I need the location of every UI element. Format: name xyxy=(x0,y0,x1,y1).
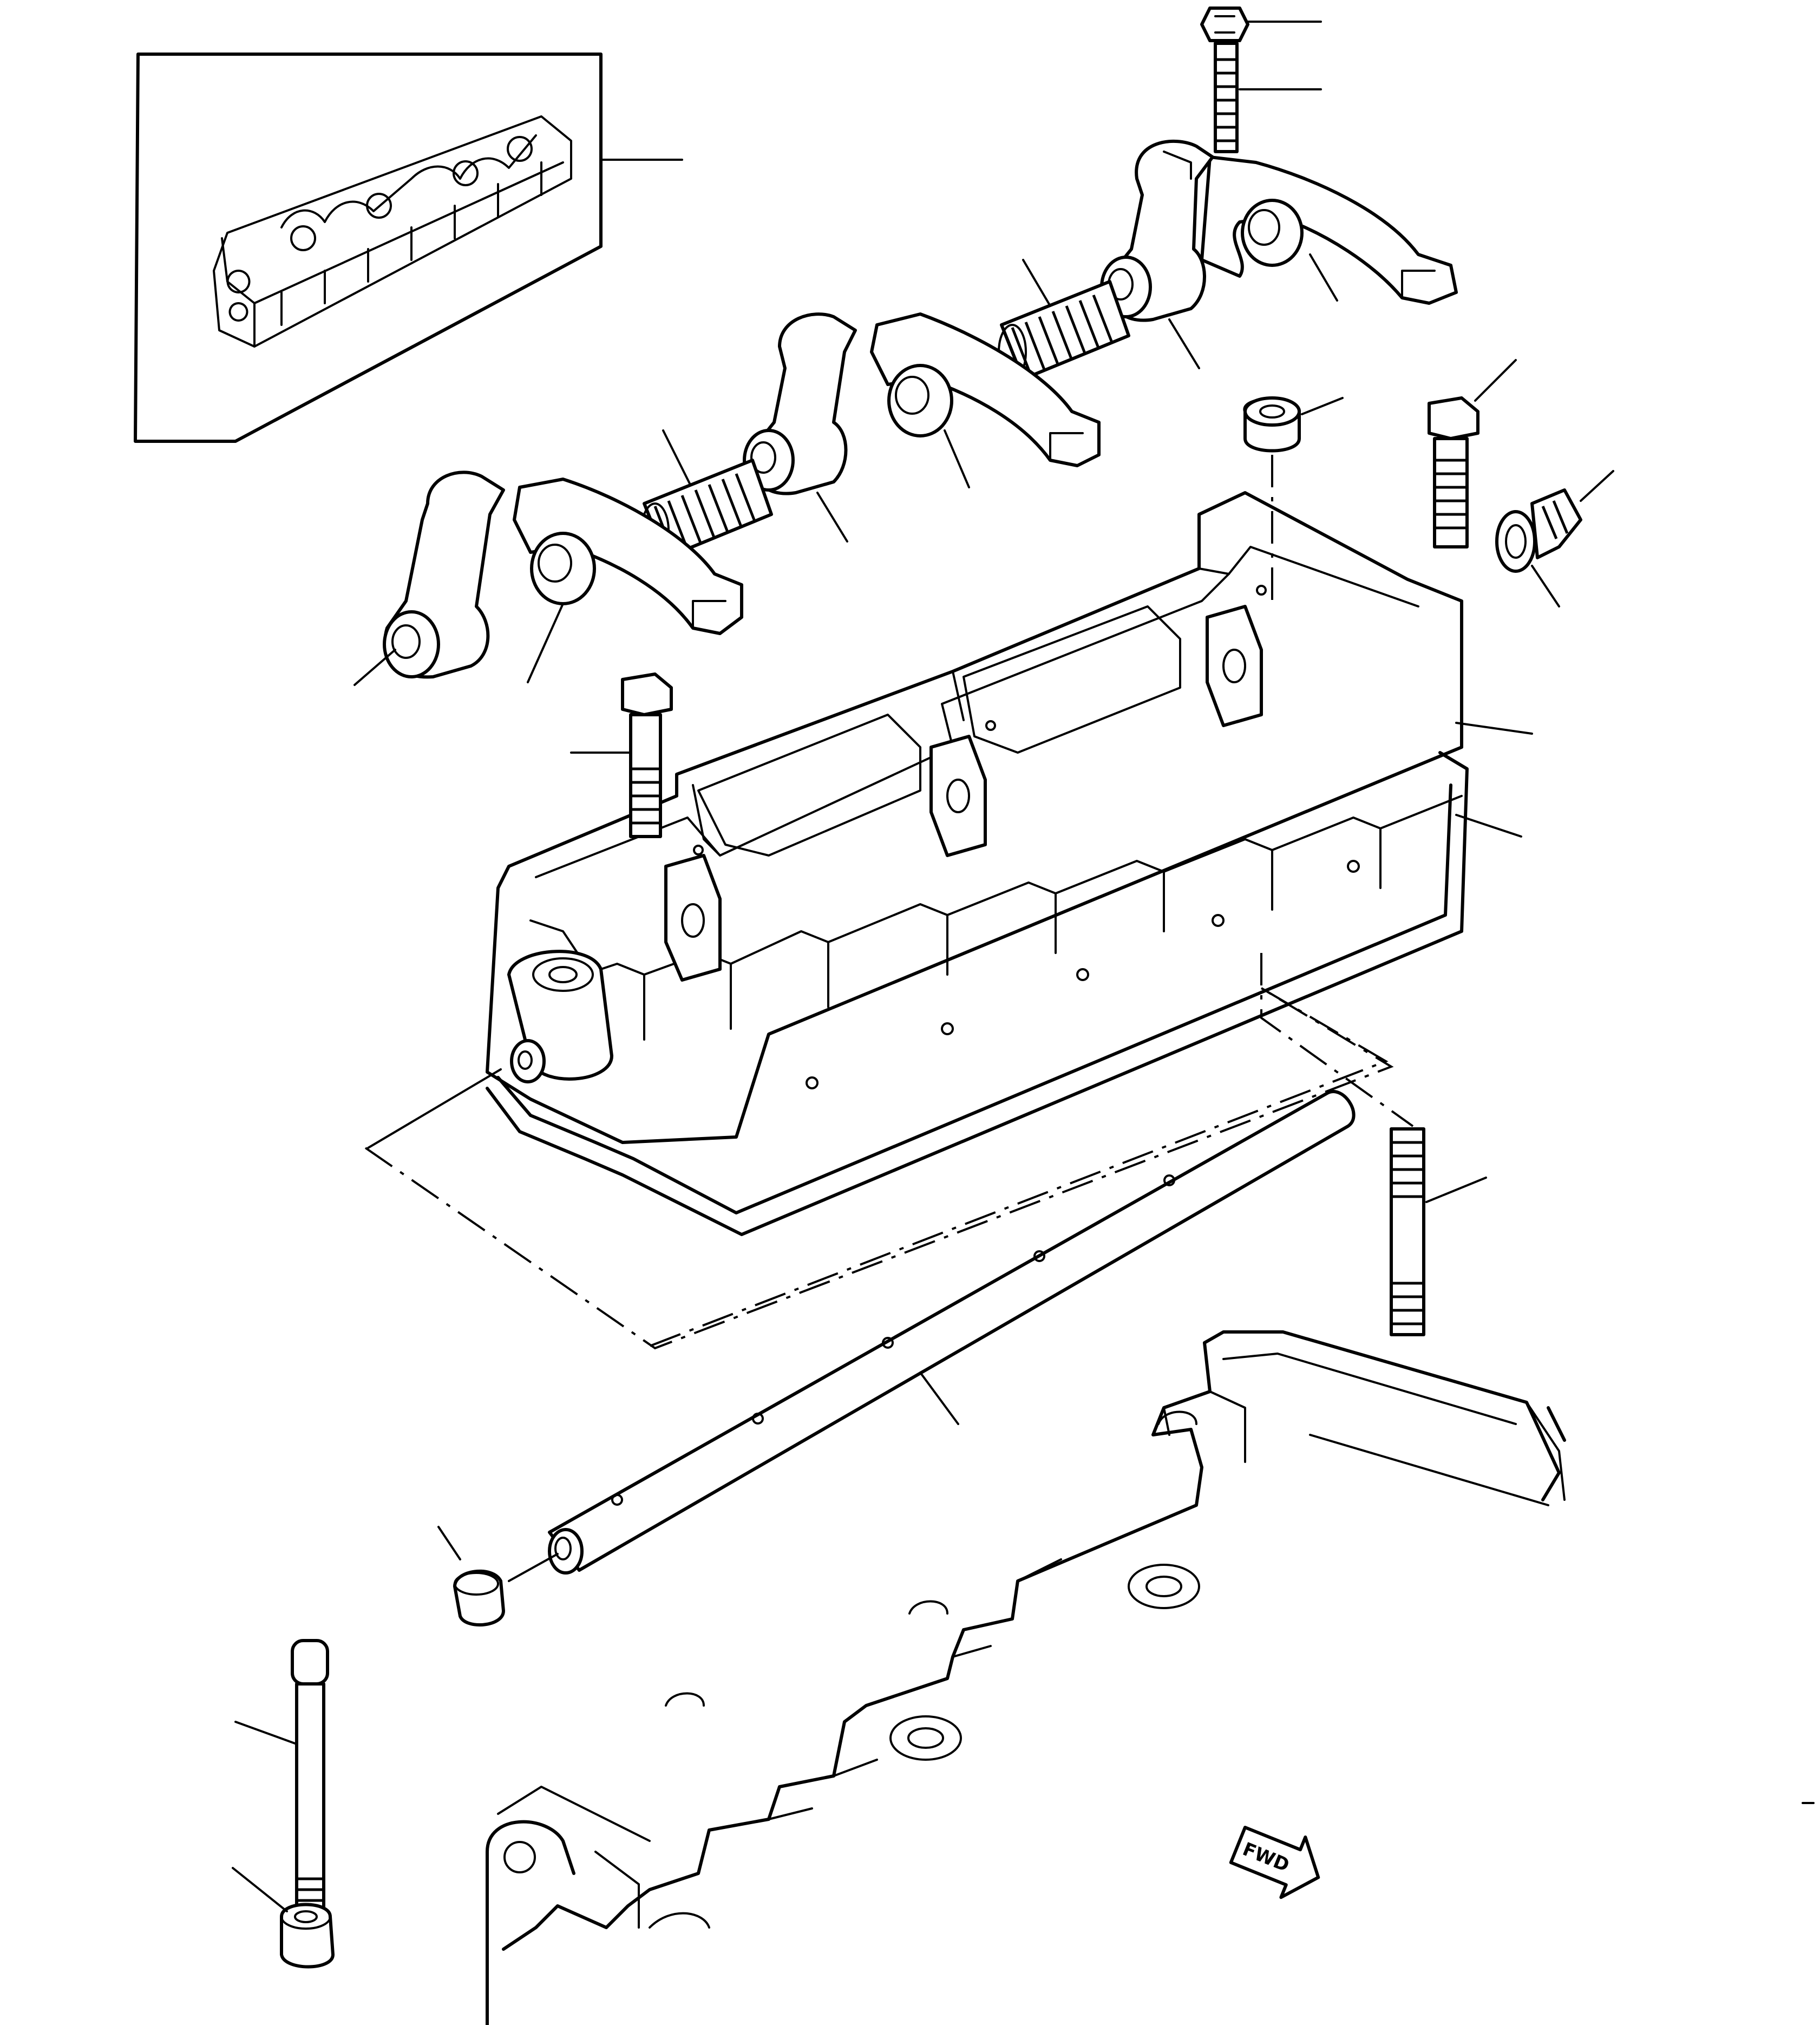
rocker-arm-left xyxy=(513,478,743,635)
leader-spring-middle xyxy=(662,429,691,486)
adjusting-screw-top xyxy=(1200,6,1249,153)
plug-with-washer xyxy=(1495,488,1582,573)
support-bracket-right xyxy=(1100,139,1214,322)
push-rod xyxy=(291,1639,329,1913)
stud xyxy=(1390,1127,1425,1336)
alignment-boundary-2 xyxy=(644,987,1389,1349)
leader-gasket xyxy=(1455,814,1522,838)
leader-rocker-middle xyxy=(944,429,970,488)
leader-rocker-left xyxy=(527,603,564,683)
leader-stud xyxy=(1425,1177,1487,1203)
leader-tappet xyxy=(232,1867,288,1912)
leader-shaft-end xyxy=(367,1068,502,1149)
leader-shaft xyxy=(919,1371,959,1425)
leader-rocker-right-rear xyxy=(1309,253,1338,302)
leader-plug xyxy=(1580,470,1614,502)
gasket xyxy=(486,751,1469,1236)
leader-spring-right xyxy=(1022,259,1051,307)
leader-plug-shaft-b xyxy=(437,1526,461,1560)
rocker-head-casting xyxy=(486,491,1463,1144)
support-bracket-left xyxy=(383,471,505,679)
bolt-left xyxy=(621,672,673,838)
leader-casting xyxy=(1455,722,1533,735)
leader-bolt-right xyxy=(1474,359,1517,402)
stud-axis xyxy=(1260,953,1414,1127)
leader-bracket-left xyxy=(353,649,396,686)
rocker-shaft xyxy=(548,1090,1356,1575)
leader-bracket-middle xyxy=(816,492,848,543)
bolt-right xyxy=(1428,396,1479,548)
rocker-arm-middle xyxy=(870,312,1101,467)
tappet xyxy=(280,1903,335,1969)
leader-bracket-right xyxy=(1168,318,1200,369)
support-bracket-middle xyxy=(743,312,857,495)
fwd-direction-arrow: FWD xyxy=(1229,1826,1320,1899)
leader-washer xyxy=(1531,565,1560,608)
leader-nut-small xyxy=(1301,397,1344,415)
cylinder-head-background xyxy=(486,1330,1566,2025)
nut-small xyxy=(1243,396,1301,453)
leader-plug-shaft-a xyxy=(508,1553,559,1582)
inset-assembled-view xyxy=(134,53,603,443)
shaft-plug xyxy=(453,1569,505,1626)
rocker-arm-right-rear xyxy=(1200,155,1458,305)
leader-push-rod xyxy=(234,1721,296,1745)
